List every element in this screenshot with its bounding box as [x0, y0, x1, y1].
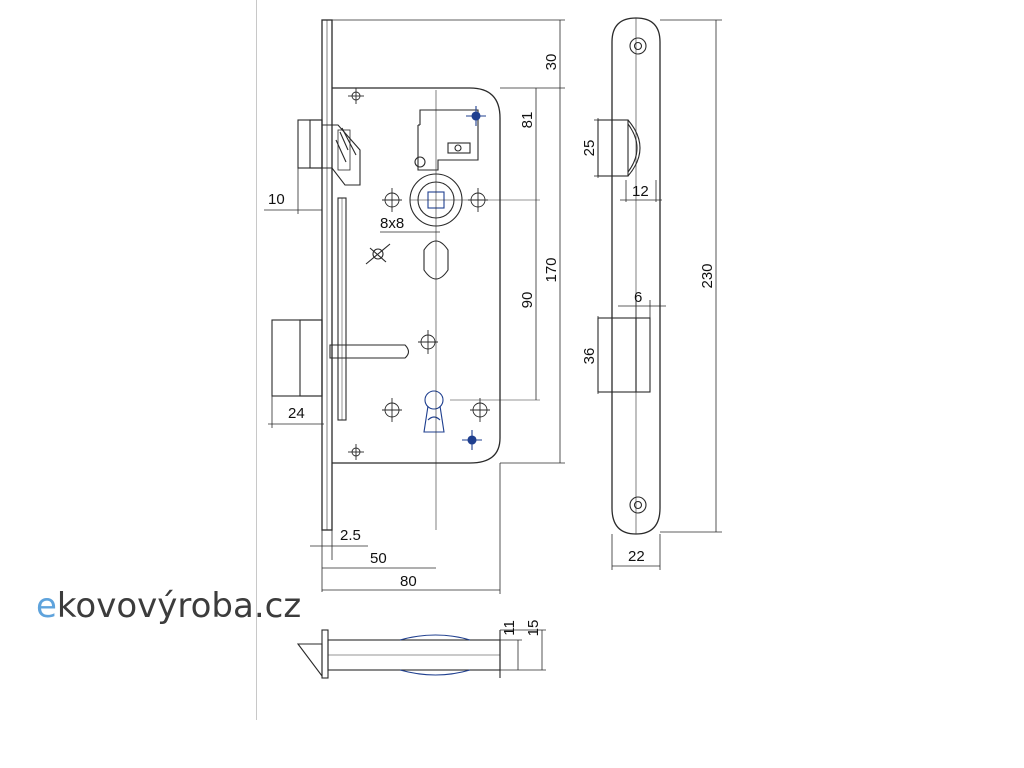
- latch-side: [597, 119, 641, 177]
- faceplate-outline: [611, 17, 661, 535]
- latch-bolt: [297, 119, 361, 186]
- dim-6: 6: [634, 289, 642, 306]
- dimension-labels: 30 81 170 90 10 8x8 24 2.5 50 80 25 12 2…: [268, 54, 716, 637]
- dim-22: 22: [628, 548, 645, 565]
- dimension-lines-bottom: [500, 629, 546, 671]
- dim-170: 170: [543, 257, 560, 282]
- lock-case-outline: [332, 87, 501, 464]
- screw-holes: [348, 88, 490, 460]
- dim-2-5: 2.5: [340, 527, 361, 544]
- bottom-bolt-wedge: [296, 643, 323, 678]
- logo-prefix: e: [36, 586, 57, 626]
- dim-90: 90: [519, 292, 536, 309]
- dim-8x8: 8x8: [380, 215, 404, 232]
- dead-bolt: [271, 319, 323, 397]
- keyhole: [423, 390, 445, 433]
- lock-bottom-view: [296, 629, 501, 679]
- horizontal-slot: [329, 344, 410, 359]
- dimension-lines-front: [264, 19, 565, 594]
- dim-80: 80: [400, 573, 417, 590]
- faceplate-side-view: [597, 17, 661, 535]
- faceplate-screw-bottom: [629, 496, 647, 514]
- slider-bar: [337, 197, 347, 421]
- left-divider-line: [256, 0, 257, 720]
- oval-slot: [423, 240, 449, 280]
- fixing-screws: [462, 106, 486, 450]
- dimension-lines-side: [594, 19, 722, 570]
- dim-10: 10: [268, 191, 285, 208]
- deadbolt-side: [597, 317, 651, 393]
- dim-36: 36: [581, 348, 598, 365]
- dim-11: 11: [501, 620, 518, 636]
- dim-25: 25: [581, 140, 598, 157]
- dim-81: 81: [519, 112, 536, 129]
- ekovovyroba-logo[interactable]: ekovovýroba.cz: [36, 586, 301, 626]
- dim-30: 30: [543, 54, 560, 71]
- spring-lever: [414, 109, 479, 171]
- logo-domain: kovovýroba.cz: [56, 586, 302, 626]
- dim-230: 230: [699, 263, 716, 288]
- dim-50: 50: [370, 550, 387, 567]
- dim-15: 15: [525, 620, 542, 637]
- lock-body-front-view: [271, 19, 540, 531]
- dim-24: 24: [288, 405, 305, 422]
- cam-symbol: [365, 243, 391, 265]
- dim-12: 12: [632, 183, 649, 200]
- faceplate-screw-top: [629, 37, 647, 55]
